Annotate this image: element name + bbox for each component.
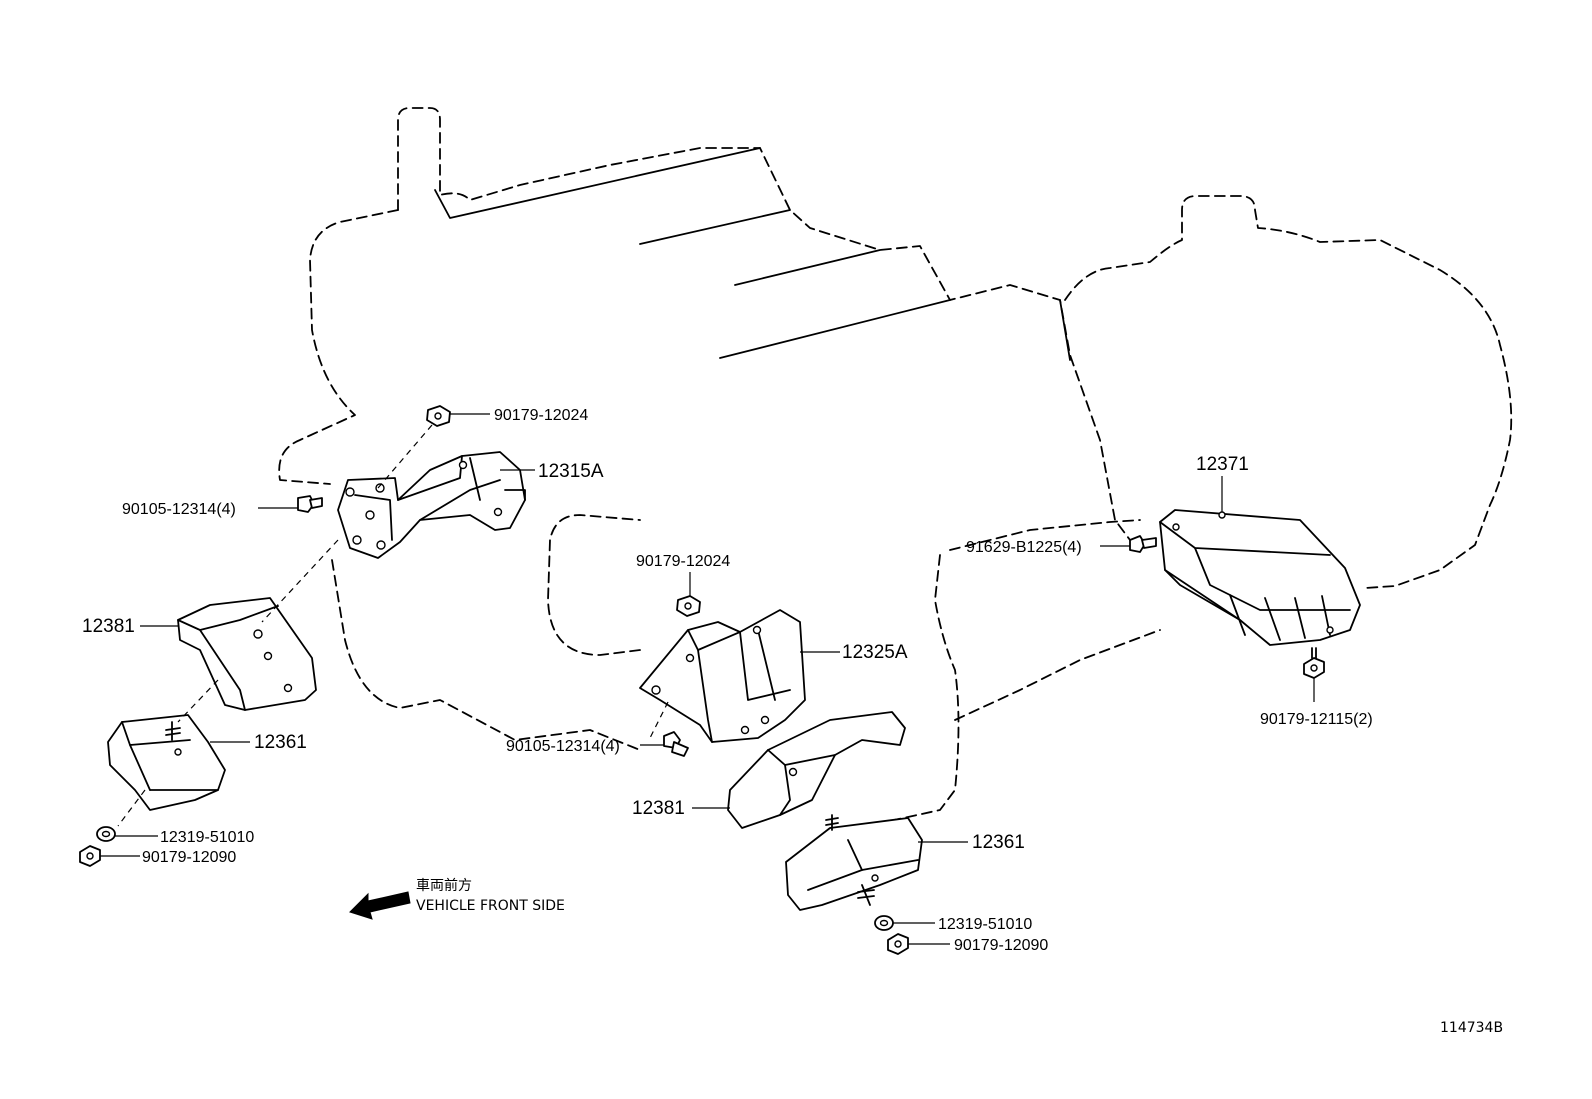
nut-90179-12024-mid: [676, 595, 701, 617]
bolt-91629-B1225: [1129, 535, 1157, 553]
direction-note-jp: 車両前方: [416, 877, 472, 894]
label-12381-left: 12381: [82, 616, 135, 637]
rear-mount-12371: [1159, 509, 1361, 646]
label-91629-B1225: 91629-B1225(4): [966, 539, 1082, 556]
label-12319-51010-right: 12319-51010: [938, 916, 1032, 933]
mount-12361-left: [107, 714, 226, 811]
leader-lines: [100, 413, 1315, 945]
nut-90179-12115: [1303, 647, 1325, 679]
insulator-12381-mid: [727, 711, 906, 829]
washer-12319-51010-right: [874, 915, 894, 931]
label-90179-12090-left: 90179-12090: [142, 849, 236, 866]
label-12361-right: 12361: [972, 832, 1025, 853]
label-90179-12024-mid: 90179-12024: [636, 553, 730, 570]
right-mount-bracket-12325A: [639, 609, 806, 743]
label-12319-51010-left: 12319-51010: [160, 829, 254, 846]
engine-outline: [278, 107, 1161, 823]
label-90179-12115: 90179-12115(2): [1260, 711, 1373, 728]
label-90105-12314-mid: 90105-12314(4): [506, 738, 620, 755]
insulator-12381-left: [177, 597, 317, 711]
engine-details: [434, 147, 1071, 361]
label-90179-12090-right: 90179-12090: [954, 937, 1048, 954]
label-12381-mid: 12381: [632, 798, 685, 819]
bolt-90105-12314-mid: [663, 731, 689, 757]
direction-note-en: VEHICLE FRONT SIDE: [416, 898, 565, 914]
mount-12361-right: [785, 814, 923, 911]
label-12361-left: 12361: [254, 732, 307, 753]
label-90179-12024-top: 90179-12024: [494, 407, 588, 424]
transmission-outline: [1064, 195, 1513, 589]
label-12325A: 12325A: [842, 642, 908, 663]
figure-id: 114734B: [1440, 1020, 1503, 1036]
left-alignment-lines: [117, 424, 433, 827]
bolt-90105-12314-left: [297, 495, 323, 513]
direction-arrow-icon: [349, 891, 411, 920]
label-12315A: 12315A: [538, 461, 604, 482]
vehicle-front-note: 車両前方 VEHICLE FRONT SIDE: [349, 877, 565, 920]
nut-90179-12090-right: [887, 933, 909, 955]
label-12371: 12371: [1196, 454, 1249, 475]
nut-90179-12024-top: [426, 405, 451, 427]
nut-90179-12090-left: [79, 845, 101, 867]
part-labels: 90179-12024 12315A 90105-12314(4) 12381 …: [82, 407, 1373, 954]
left-mount-bracket-12315A: [337, 451, 526, 559]
label-90105-12314-left: 90105-12314(4): [122, 501, 236, 518]
mid-alignment-lines: [649, 701, 669, 739]
washer-12319-51010-left: [96, 826, 116, 842]
